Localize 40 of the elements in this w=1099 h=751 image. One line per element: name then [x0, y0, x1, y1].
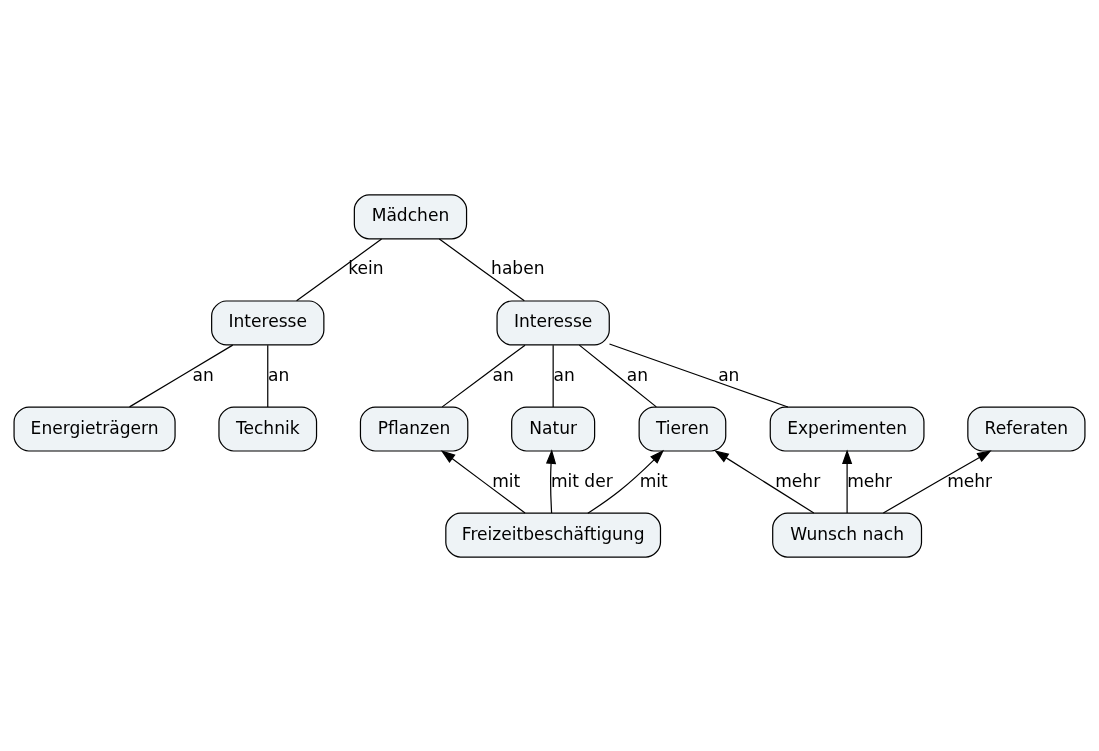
node-box: Pflanzen: [359, 406, 469, 452]
node-box: Wunsch nach: [772, 512, 923, 558]
arrow: [440, 449, 526, 514]
connector: [578, 344, 657, 407]
edge-label: haben: [491, 257, 545, 278]
connector: [552, 344, 554, 407]
edge-label: mehr: [775, 470, 821, 491]
edge-label: mit der: [550, 470, 613, 491]
node-box: Interesse: [496, 299, 610, 345]
edge-label: kein: [348, 257, 384, 278]
node-box: Experimenten: [769, 406, 925, 452]
edge-label: mehr: [947, 470, 993, 491]
node-box: Mädchen: [353, 193, 468, 239]
connector: [128, 344, 234, 407]
node-box: Energieträgern: [13, 406, 176, 452]
edge-label: mit: [492, 470, 521, 491]
edge-label: an: [268, 364, 290, 385]
node-box: Freizeitbeschäftigung: [445, 512, 662, 558]
edge-label: an: [192, 364, 214, 385]
arrow: [587, 449, 665, 514]
edge-label: an: [553, 364, 575, 385]
node-box: Interesse: [211, 299, 325, 345]
node-box: Referaten: [967, 406, 1086, 452]
node-box: Natur: [511, 406, 596, 452]
node-box: Technik: [218, 406, 318, 452]
connector: [295, 237, 383, 301]
connector: [267, 344, 269, 407]
arrow: [882, 449, 992, 514]
edge-label: an: [718, 364, 740, 385]
edge-label: an: [626, 364, 648, 385]
edge-label: an: [492, 364, 514, 385]
arrow: [841, 448, 853, 514]
arrow: [714, 449, 815, 514]
edge-label: mit: [639, 470, 668, 491]
connector: [608, 342, 789, 408]
node-box: Tieren: [638, 406, 727, 452]
edge-label: mehr: [847, 470, 893, 491]
connector: [441, 344, 526, 407]
arrow: [545, 448, 557, 514]
connector: [438, 237, 525, 301]
